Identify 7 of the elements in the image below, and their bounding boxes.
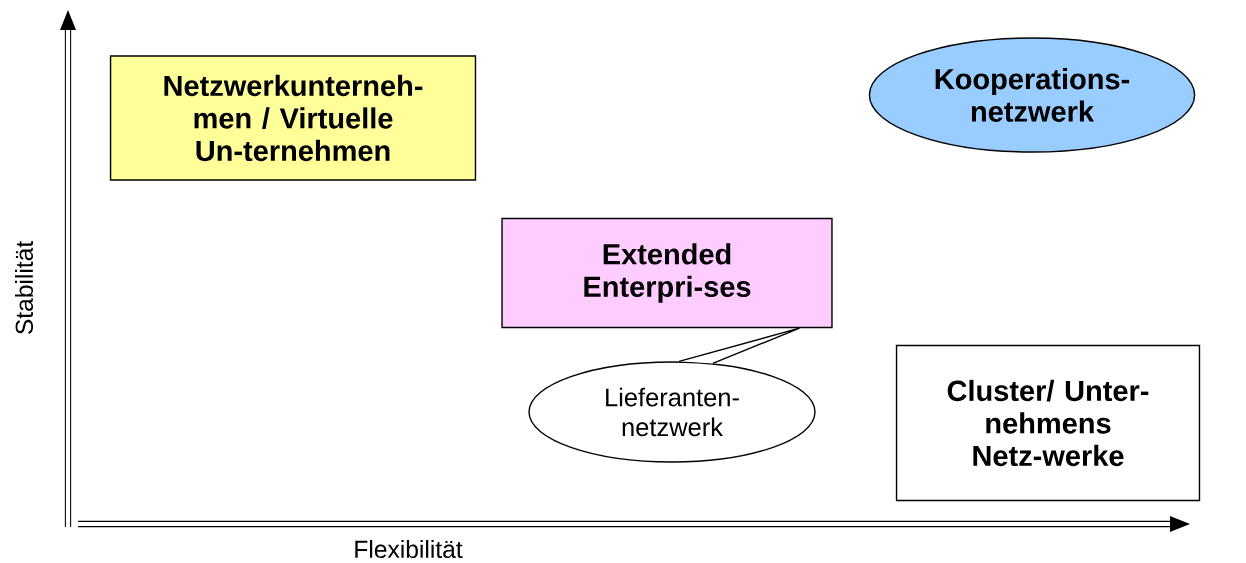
axis-label: Flexibilität: [355, 539, 463, 559]
axis-label: Stabilität: [14, 241, 34, 335]
text-box: Netzwerkunterneh-men / Virtuelle Un-ternehmen: [109, 55, 477, 181]
ellipse-node: Kooperations-netzwerk: [868, 37, 1196, 153]
text-box: Extended Enterpri-ses: [501, 217, 833, 329]
bubble-tail: [678, 327, 801, 365]
text-box: Cluster/ Unter-nehmens Netz-werke: [895, 344, 1201, 502]
